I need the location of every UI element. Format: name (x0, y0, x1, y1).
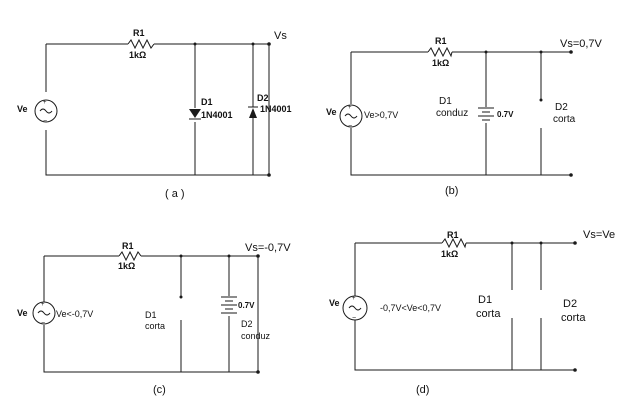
diode2-name: D2 (257, 93, 269, 103)
circuit-a: + − R1 1kΩ Ve Vs D1 1N4001 D2 1N4001 ( a… (17, 28, 292, 200)
diode1-part: 1N4001 (201, 110, 233, 120)
svg-text:−: − (352, 315, 356, 322)
diode1-name: D1 (478, 294, 492, 306)
junction-dot (251, 42, 255, 46)
caption: (b) (445, 185, 458, 197)
caption: (d) (416, 384, 429, 396)
resistor-icon (427, 46, 453, 58)
diode2-part: 1N4001 (260, 104, 292, 114)
diode1-name: D1 (145, 310, 157, 320)
ac-source-icon: + − (342, 295, 368, 322)
source-name: Ve (326, 107, 337, 117)
ac-source-icon: + − (32, 301, 56, 327)
source-name: Ve (329, 298, 340, 308)
circuit-d-wires (354, 242, 575, 371)
junction-dot (510, 241, 514, 245)
ac-source-icon: + − (34, 99, 58, 125)
terminal-dot-icon (256, 370, 260, 374)
source-condition: Ve>0,7V (364, 110, 398, 120)
terminal-dot-icon (267, 173, 271, 177)
diode2-name: D2 (241, 319, 253, 329)
junction-dot (539, 50, 543, 54)
circuit-b: + − R1 1kΩ Ve Ve>0,7V Vs=0,7V D1 conduz … (326, 36, 603, 197)
terminal-dot-icon (256, 254, 260, 258)
diode1-state: corta (145, 321, 165, 331)
circuit-a-wires (45, 43, 270, 176)
diode2-name: D2 (555, 102, 568, 113)
resistor-value: 1kΩ (118, 261, 135, 271)
terminal-dot-icon (267, 42, 271, 46)
resistor-name: R1 (435, 36, 447, 46)
caption: (c) (153, 384, 166, 396)
source-name: Ve (17, 104, 28, 114)
output-label: Vs=-0,7V (245, 242, 291, 254)
diode1-name: D1 (201, 97, 213, 107)
diode1-name: D1 (439, 96, 452, 107)
svg-text:−: − (41, 320, 45, 327)
battery-icon (221, 296, 237, 314)
svg-text:−: − (43, 118, 47, 125)
terminal-dot-icon (573, 368, 577, 372)
resistor-name: R1 (447, 230, 459, 240)
battery-value: 0.7V (497, 110, 514, 119)
svg-text:+: + (41, 302, 45, 308)
output-label: Vs=Ve (583, 229, 615, 241)
terminal-dot-icon (573, 241, 577, 245)
output-label: Vs (274, 30, 287, 42)
battery-value: 0.7V (238, 301, 255, 310)
diode1-state: corta (476, 308, 501, 320)
svg-text:+: + (352, 296, 356, 302)
svg-text:+: + (348, 105, 352, 111)
open-contact-dot (539, 98, 543, 102)
diode2-name: D2 (563, 298, 577, 310)
source-condition: -0,7V<Ve<0,7V (380, 303, 441, 313)
resistor-value: 1kΩ (432, 58, 449, 68)
resistor-value: 1kΩ (441, 249, 458, 259)
resistor-icon (118, 250, 142, 262)
circuit-c-wires (43, 255, 259, 373)
circuit-d: + − R1 1kΩ Ve -0,7V<Ve<0,7V Vs=Ve D1 cor… (329, 229, 615, 396)
diode1-state: conduz (436, 108, 468, 119)
open-contact-dot (179, 295, 183, 299)
circuit-b-wires (350, 51, 571, 176)
ac-source-icon: + − (339, 104, 363, 130)
battery-icon (478, 107, 494, 121)
diode2-state: corta (561, 312, 586, 324)
diode2-state: corta (553, 114, 576, 125)
diode-icon (248, 106, 258, 118)
junction-dot (227, 254, 231, 258)
terminal-dot-icon (569, 173, 573, 177)
source-name: Ve (17, 308, 28, 318)
resistor-name: R1 (122, 241, 134, 251)
diode-icon (189, 109, 201, 120)
svg-text:+: + (43, 100, 47, 106)
junction-dot (193, 42, 197, 46)
resistor-icon (441, 237, 467, 249)
junction-dot (179, 254, 183, 258)
junction-dot (539, 241, 543, 245)
circuit-c: + − R1 1kΩ Ve Ve<-0,7V Vs=-0,7V D1 corta… (17, 241, 291, 396)
resistor-icon (127, 38, 155, 50)
source-condition: Ve<-0,7V (56, 309, 93, 319)
output-label: Vs=0,7V (560, 38, 603, 50)
svg-text:−: − (348, 123, 352, 130)
junction-dot (484, 50, 488, 54)
resistor-value: 1kΩ (129, 50, 146, 60)
resistor-name: R1 (133, 28, 145, 38)
diode2-state: conduz (241, 331, 271, 341)
caption: ( a ) (165, 188, 185, 200)
terminal-dot-icon (569, 50, 573, 54)
